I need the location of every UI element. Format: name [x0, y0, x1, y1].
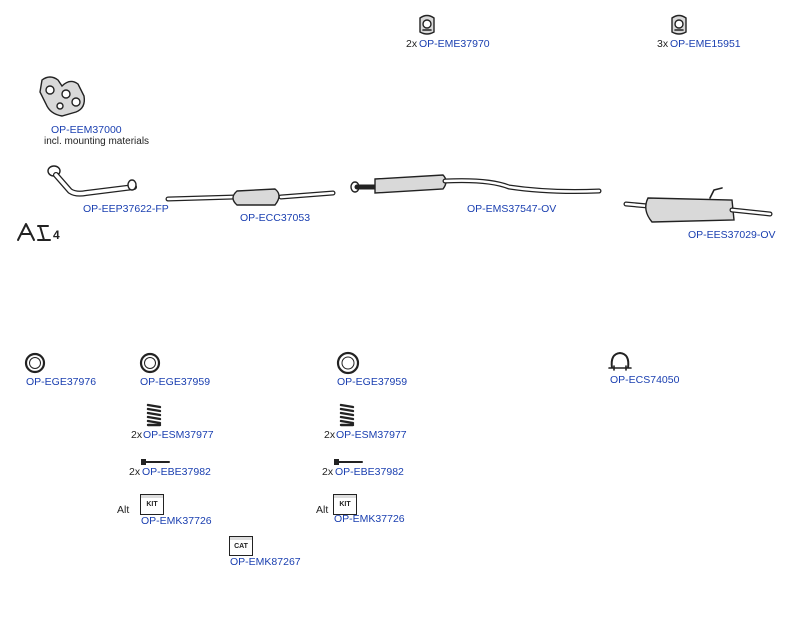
- part-code-link[interactable]: OP-EBE37982: [335, 466, 404, 478]
- part-code-link[interactable]: OP-ECS74050: [610, 374, 680, 386]
- part-code-link[interactable]: OP-EMK37726: [334, 513, 405, 525]
- spring-icon: [339, 403, 355, 427]
- part-code-link[interactable]: OP-EGE37976: [26, 376, 97, 388]
- spring-icon: [146, 403, 162, 427]
- exhaust-manifold-icon: [39, 76, 86, 117]
- rear-silencer-icon: [623, 187, 773, 223]
- gasket-ring-icon: [139, 352, 161, 374]
- part-code-link[interactable]: OP-EGE37959: [337, 376, 408, 388]
- kit-box-icon: KIT: [333, 494, 357, 515]
- cat-box-label: CAT: [234, 543, 248, 550]
- part-code-link[interactable]: OP-EMK87267: [230, 556, 301, 568]
- part-code-link[interactable]: OP-EGE37959: [140, 376, 211, 388]
- quantity: 2x: [324, 429, 336, 441]
- part-code-link[interactable]: OP-ESM37977: [336, 429, 407, 441]
- gasket-ring-icon: [24, 352, 46, 374]
- alternative-label: Alt: [117, 504, 130, 516]
- gasket-ring-icon: [336, 351, 360, 375]
- quantity: 2x: [131, 429, 143, 441]
- kit-box-label: KIT: [146, 501, 158, 508]
- part-code-link[interactable]: OP-ESM37977: [143, 429, 214, 441]
- alternative-label: Alt: [316, 504, 329, 516]
- quantity: 2x: [406, 38, 418, 50]
- part-code-link[interactable]: OP-EEM37000: [51, 124, 122, 136]
- rubber-mount-icon: [419, 14, 435, 35]
- part-code-link[interactable]: OP-EEP37622-FP: [83, 203, 169, 215]
- catalytic-converter-icon: [165, 188, 336, 206]
- part-code-link[interactable]: OP-EMS37547-OV: [467, 203, 557, 215]
- part-code-link[interactable]: OP-EMK37726: [141, 515, 212, 527]
- cat-box-icon: CAT: [229, 536, 253, 556]
- quantity: 2x: [129, 466, 141, 478]
- part-code-link[interactable]: OP-EBE37982: [142, 466, 211, 478]
- kit-box-icon: KIT: [140, 494, 164, 515]
- bolt-icon: [141, 459, 170, 465]
- part-code-link[interactable]: OP-ECC37053: [240, 212, 311, 224]
- quantity: 3x: [657, 38, 669, 50]
- middle-silencer-icon: [350, 174, 602, 194]
- part-code-link[interactable]: OP-EME15951: [670, 38, 741, 50]
- kit-box-label: KIT: [339, 501, 351, 508]
- clamp-icon: [608, 351, 632, 371]
- part-note: incl. mounting materials: [44, 136, 150, 147]
- assembly-marker-icon: [17, 223, 51, 241]
- rubber-mount-icon: [671, 14, 687, 35]
- bolt-icon: [334, 459, 363, 465]
- quantity: 2x: [322, 466, 334, 478]
- front-pipe-icon: [47, 165, 137, 197]
- part-code-link[interactable]: OP-EME37970: [419, 38, 490, 50]
- part-code-link[interactable]: OP-EES37029-OV: [688, 229, 776, 241]
- legend-number: 4: [53, 228, 60, 242]
